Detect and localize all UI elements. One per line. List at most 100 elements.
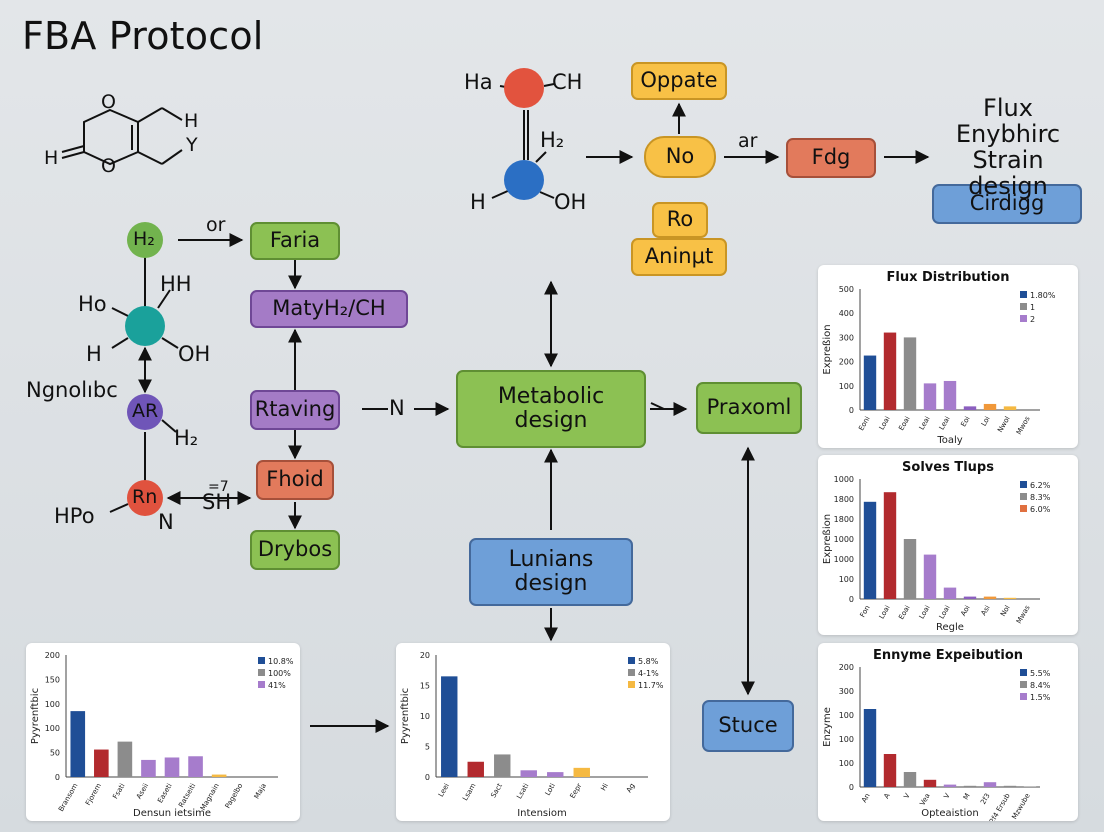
atom-label-sh: SH bbox=[202, 490, 232, 514]
y-tick-label: 100 bbox=[839, 735, 854, 744]
node-metabolic-design[interactable]: Metabolic design bbox=[456, 370, 646, 448]
legend-label: 5.8% bbox=[638, 657, 659, 666]
y-tick-label: 200 bbox=[839, 358, 854, 367]
atom-label-o-bottom: O bbox=[101, 155, 116, 177]
legend-label: 1.5% bbox=[1030, 693, 1051, 702]
atom-teal bbox=[125, 306, 165, 346]
node-matyh[interactable]: MatyH₂/CH bbox=[250, 290, 408, 328]
x-axis-label: Toaly bbox=[936, 435, 962, 446]
atom-label-oh-top: OH bbox=[554, 190, 587, 214]
node-stuce[interactable]: Stuce bbox=[702, 700, 794, 752]
legend-swatch bbox=[1020, 303, 1027, 310]
x-tick-label: 2f3 bbox=[979, 792, 992, 806]
bar bbox=[863, 501, 877, 599]
x-tick-label: Loai bbox=[878, 415, 892, 431]
y-axis-label: Expreßion bbox=[822, 514, 833, 564]
x-tick-label: Fjorem bbox=[84, 782, 103, 807]
atom-label-hh: HH bbox=[160, 272, 192, 296]
node-ro[interactable]: Ro bbox=[652, 202, 708, 238]
node-cirdigg[interactable]: Cirdigg bbox=[932, 184, 1082, 224]
node-praxoml[interactable]: Praxoml bbox=[696, 382, 802, 434]
x-axis-label: Intensiom bbox=[517, 808, 567, 819]
node-rtaving[interactable]: Rtaving bbox=[250, 390, 340, 430]
label-ngnolibc: Ngnolıbc bbox=[26, 378, 118, 402]
x-tick-label: Ratseiti bbox=[177, 782, 197, 809]
node-drybos[interactable]: Drybos bbox=[250, 530, 340, 570]
atom-label-h2-left: H₂ bbox=[174, 426, 199, 450]
bar bbox=[117, 741, 133, 777]
right-text-line-1: Flux bbox=[983, 94, 1033, 122]
y-tick-label: 0 bbox=[425, 773, 430, 782]
bar bbox=[188, 756, 203, 777]
bar bbox=[863, 709, 877, 787]
bar bbox=[70, 711, 86, 777]
node-aninut[interactable]: Aninμt bbox=[631, 238, 727, 276]
node-oppate[interactable]: Oppate bbox=[631, 62, 727, 100]
x-tick-label: Bransom bbox=[57, 782, 80, 813]
y-tick-label: 50 bbox=[50, 749, 60, 758]
node-no[interactable]: No bbox=[644, 136, 716, 178]
legend-swatch bbox=[1020, 669, 1027, 676]
strain-design-text: Flux Enybhirc Strain design bbox=[932, 94, 1084, 200]
bar bbox=[943, 587, 957, 599]
x-tick-label: Leai bbox=[918, 415, 932, 431]
node-fdg[interactable]: Fdg bbox=[786, 138, 876, 178]
y-tick-label: 500 bbox=[839, 285, 854, 294]
y-tick-label: 100 bbox=[839, 711, 854, 720]
atom-red-top bbox=[504, 68, 544, 108]
y-tick-label: 150 bbox=[45, 675, 60, 684]
x-tick-label: Nol bbox=[999, 604, 1012, 618]
y-tick-label: 300 bbox=[839, 333, 854, 342]
y-tick-label: 20 bbox=[420, 651, 430, 660]
y-tick-label: 1000 bbox=[834, 475, 854, 484]
atom-label-o-top: O bbox=[101, 91, 116, 113]
bar bbox=[923, 554, 937, 599]
x-tick-label: Asi bbox=[980, 604, 992, 617]
x-tick-label: Lsam bbox=[461, 782, 477, 802]
x-tick-label: Nwol bbox=[996, 415, 1012, 434]
atom-label-h2-top: H₂ bbox=[540, 128, 565, 152]
x-tick-label: Aseii bbox=[135, 782, 150, 800]
bar bbox=[1003, 785, 1017, 787]
ring-molecule-bonds bbox=[61, 107, 183, 166]
x-tick-label: M bbox=[962, 792, 972, 801]
edge-label-or: or bbox=[206, 214, 226, 236]
node-faria[interactable]: Faria bbox=[250, 222, 340, 260]
atom-label-ha: Ha bbox=[464, 70, 493, 94]
right-text-line-2: Enybhirc bbox=[955, 119, 1061, 148]
x-tick-label: 2f4 Ersub bbox=[988, 792, 1012, 821]
y-tick-label: 0 bbox=[55, 773, 60, 782]
legend-swatch bbox=[628, 681, 635, 688]
bar bbox=[164, 757, 180, 777]
atom-label-oh-left: OH bbox=[178, 342, 211, 366]
bar bbox=[983, 403, 997, 410]
y-tick-label: 1000 bbox=[834, 555, 854, 564]
edge-label-ar: ar bbox=[738, 130, 758, 152]
legend-label: 2 bbox=[1030, 315, 1035, 324]
atom-label-ch: CH bbox=[552, 70, 583, 94]
atom-label-hpo: HPo bbox=[54, 504, 95, 528]
x-tick-label: Maja bbox=[253, 782, 268, 800]
y-tick-label: 100 bbox=[839, 382, 854, 391]
x-axis-label: Opteaistion bbox=[921, 808, 979, 819]
bar bbox=[963, 596, 977, 599]
atom-blue-top bbox=[504, 160, 544, 200]
atom-label-y: Y bbox=[186, 134, 198, 156]
legend-swatch bbox=[628, 657, 635, 664]
x-tick-label: Mzwube bbox=[1010, 792, 1031, 821]
node-lunians-design[interactable]: Lunians design bbox=[469, 538, 633, 606]
bar bbox=[863, 355, 877, 410]
x-axis-label: Densun ietsime bbox=[133, 808, 211, 819]
node-fhoid[interactable]: Fhoid bbox=[256, 460, 334, 500]
legend-swatch bbox=[258, 657, 265, 664]
flow-arrows bbox=[178, 102, 930, 733]
x-tick-label: Loti bbox=[544, 782, 557, 797]
legend-swatch bbox=[1020, 493, 1027, 500]
y-axis-label: Pyyrenftbic bbox=[400, 688, 411, 744]
x-tick-label: Mwos bbox=[1015, 415, 1032, 436]
y-tick-label: 100 bbox=[839, 575, 854, 584]
